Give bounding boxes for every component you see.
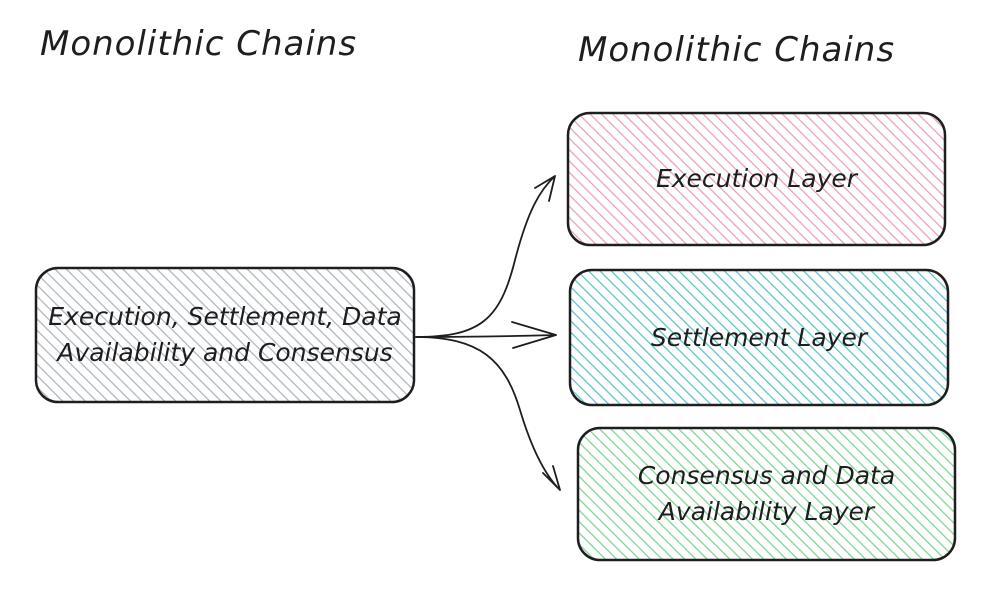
left-title: Monolithic Chains [40,24,358,64]
right-title: Monolithic Chains [578,30,896,70]
monolithic-box-label: Execution, Settlement, Data Availability… [48,302,402,367]
settlement-layer-box [568,268,950,407]
settlement-layer-label: Settlement Layer [650,322,868,352]
monolithic-box [34,266,416,404]
consensus-da-layer-label: Consensus and Data Availability Layer [637,461,896,526]
execution-layer-box [566,111,947,247]
arrow-to-settlement [415,321,557,349]
arrow-to-execution [415,175,556,338]
arrow-to-consensus [415,336,561,491]
consensus-da-layer-box [576,426,957,562]
execution-layer-label: Execution Layer [655,164,858,193]
